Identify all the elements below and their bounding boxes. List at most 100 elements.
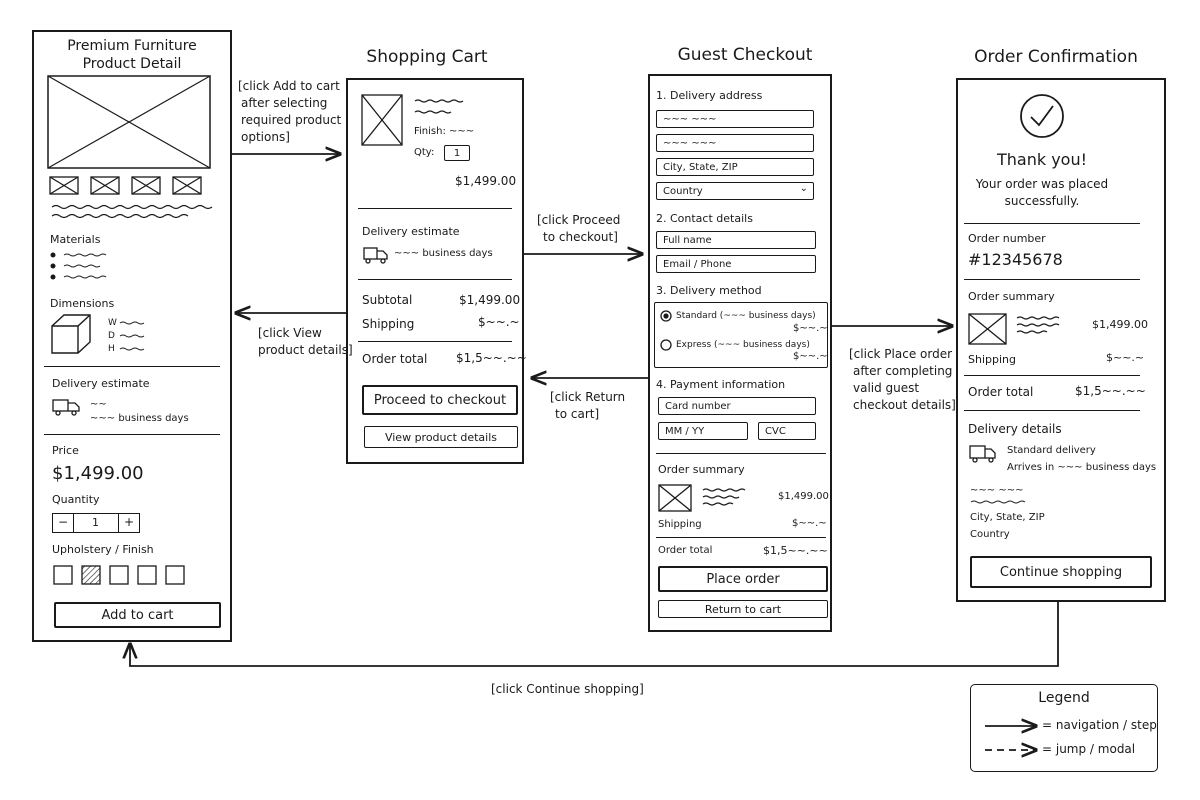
quantity-minus-button[interactable]: − (52, 513, 74, 533)
cart-total-label: Order total (362, 352, 428, 366)
confirm-country: Country (970, 529, 1010, 540)
order-placed-line1: Your order was placed (975, 177, 1109, 191)
checkout-total-value: $1,5~~.~~ (763, 544, 828, 557)
confirm-divider-1 (964, 223, 1140, 224)
cart-item-price: $1,499.00 (455, 174, 517, 188)
confirm-summary-label: Order summary (968, 290, 1055, 303)
standard-delivery-price: $~~.~ (793, 323, 828, 334)
return-to-cart-button[interactable]: Return to cart (658, 600, 828, 618)
proceed-to-checkout-button[interactable]: Proceed to checkout (362, 385, 518, 415)
note-add-to-cart-3: required product (241, 113, 342, 127)
note-continue-shopping: [click Continue shopping] (491, 682, 644, 696)
cart-qty-label: Qty: (414, 147, 435, 158)
order-number-label: Order number (968, 232, 1046, 245)
confirm-divider-4 (964, 410, 1140, 411)
cart-subtotal-value: $1,499.00 (459, 293, 521, 307)
legend-navigation: = navigation / step (1042, 718, 1157, 732)
cart-divider-1 (358, 208, 512, 209)
price-label: Price (52, 444, 79, 457)
address-line2-field[interactable]: ~~~ ~~~ (656, 134, 814, 152)
card-number-field[interactable]: Card number (658, 397, 816, 415)
contact-details-heading: 2. Contact details (656, 212, 753, 225)
cart-finish: Finish: ~~~ (414, 126, 475, 137)
note-place-order-1: [click Place order (849, 347, 953, 361)
confirm-divider-3 (964, 375, 1140, 376)
checkout-summary-label: Order summary (658, 463, 745, 476)
note-place-order-3: valid guest (853, 381, 920, 395)
dim-h: H (108, 344, 115, 354)
product-divider-2 (44, 434, 220, 435)
legend-title: Legend (1038, 690, 1090, 706)
country-select-value: Country (663, 185, 703, 197)
legend-box (970, 684, 1158, 772)
arrow-continue-shopping (130, 602, 1059, 667)
cart-delivery-label: Delivery estimate (362, 225, 460, 238)
cart-shipping-label: Shipping (362, 317, 415, 331)
cart-title: Shopping Cart (366, 47, 488, 67)
note-add-to-cart-1: [click Add to cart (238, 79, 340, 93)
delivery-details-label: Delivery details (968, 422, 1062, 436)
product-delivery-label: Delivery estimate (52, 377, 150, 390)
note-proceed-1: [click Proceed (537, 213, 621, 227)
address-line1-field[interactable]: ~~~ ~~~ (656, 110, 814, 128)
email-phone-field[interactable]: Email / Phone (656, 255, 816, 273)
finish-label: Upholstery / Finish (52, 543, 154, 556)
materials-label: Materials (50, 233, 101, 246)
view-product-details-button[interactable]: View product details (364, 426, 518, 448)
continue-shopping-button[interactable]: Continue shopping (970, 556, 1152, 588)
express-delivery-option[interactable]: Express (~~~ business days) (676, 340, 810, 350)
note-add-to-cart-4: options] (241, 130, 290, 144)
note-return-2: to cart] (555, 407, 600, 421)
chevron-down-icon: ⌄ (799, 183, 808, 194)
cart-subtotal-label: Subtotal (362, 293, 413, 307)
checkout-title: Guest Checkout (677, 45, 813, 65)
order-number-value: #12345678 (968, 250, 1063, 269)
price-value: $1,499.00 (52, 463, 144, 484)
confirm-shipping-value: $~~.~ (1106, 351, 1145, 364)
note-view-details-2: product details] (258, 343, 353, 357)
city-state-zip-field[interactable]: City, State, ZIP (656, 158, 814, 176)
product-delivery-days: ~~~ business days (90, 413, 189, 424)
product-divider-1 (44, 366, 220, 367)
product-title-line1: Premium Furniture (67, 38, 197, 54)
cart-delivery-days: ~~~ business days (394, 248, 493, 259)
cart-divider-3 (358, 341, 512, 342)
note-return-1: [click Return (550, 390, 626, 404)
full-name-field[interactable]: Full name (656, 231, 816, 249)
thank-you-heading: Thank you! (996, 150, 1088, 169)
checkout-summary-price: $1,499.00 (778, 491, 829, 502)
product-delivery-tilde: ~~ (90, 399, 107, 410)
confirm-address-line: ~~~ ~~~ (970, 485, 1024, 496)
legend-jump: = jump / modal (1042, 742, 1136, 756)
place-order-button[interactable]: Place order (658, 566, 828, 592)
payment-info-heading: 4. Payment information (656, 378, 786, 391)
order-placed-line2: successfully. (1004, 194, 1080, 208)
checkout-divider-2 (656, 537, 826, 538)
country-select[interactable]: Country ⌄ (656, 182, 814, 200)
checkout-shipping-label: Shipping (658, 519, 702, 530)
cart-qty-input[interactable]: 1 (444, 145, 470, 161)
confirm-city: City, State, ZIP (970, 512, 1045, 523)
note-place-order-2: after completing (853, 364, 953, 378)
quantity-plus-button[interactable]: + (118, 513, 140, 533)
dim-w: W (108, 318, 117, 328)
confirm-divider-2 (964, 279, 1140, 280)
confirm-total-value: $1,5~~.~~ (1075, 384, 1146, 398)
dim-d: D (108, 331, 115, 341)
note-proceed-2: to checkout] (543, 230, 618, 244)
standard-delivery-text: Standard delivery (1007, 445, 1096, 456)
expiry-field[interactable]: MM / YY (658, 422, 748, 440)
cart-total-value: $1,5~~.~~ (456, 351, 527, 365)
cvc-field[interactable]: CVC (758, 422, 816, 440)
cart-shipping-value: $~~.~ (478, 315, 520, 329)
confirm-shipping-label: Shipping (968, 353, 1016, 366)
arrives-text: Arrives in ~~~ business days (1007, 462, 1157, 473)
add-to-cart-button[interactable]: Add to cart (54, 602, 221, 628)
quantity-value[interactable]: 1 (92, 516, 99, 529)
checkout-shipping-value: $~~.~ (792, 518, 827, 529)
standard-delivery-option[interactable]: Standard (~~~ business days) (676, 311, 816, 321)
delivery-method-group (654, 302, 828, 368)
cart-divider-2 (358, 279, 512, 280)
product-title-line2: Product Detail (82, 56, 182, 72)
note-add-to-cart-2: after selecting (241, 96, 328, 110)
